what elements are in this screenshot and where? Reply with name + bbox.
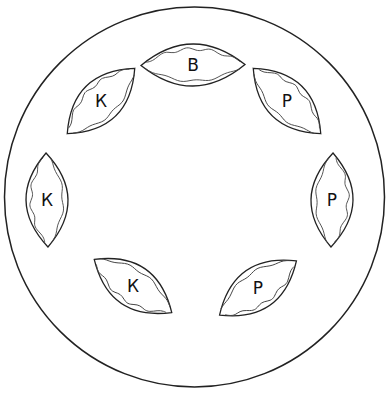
inner-wavy-line — [214, 250, 291, 309]
lens-shape: К — [0, 145, 102, 255]
lens-letter: К — [95, 93, 107, 110]
lens-shape: Р — [232, 46, 342, 156]
lens-border — [53, 53, 150, 149]
lens-border — [141, 44, 245, 87]
lens-shape: Р — [277, 145, 387, 255]
lens-letter: Р — [282, 93, 292, 110]
lens-letter: Р — [327, 192, 337, 209]
outer-circle-outline — [5, 7, 385, 387]
lens-letter: К — [127, 278, 139, 295]
lens-shape: В — [138, 10, 248, 120]
lens-border — [25, 153, 69, 248]
inner-wavy-line — [225, 266, 302, 326]
lens-letter: В — [187, 57, 199, 74]
lens-letter: К — [41, 192, 53, 209]
lens-letter: Р — [253, 280, 263, 297]
inner-wavy-line — [100, 249, 177, 307]
inner-wavy-line — [245, 74, 315, 142]
lens-border — [82, 242, 183, 330]
lens-border — [207, 244, 308, 332]
lens-shape: Р — [203, 233, 313, 343]
lens-border — [239, 53, 336, 149]
lens-shape: К — [78, 231, 188, 341]
inner-wavy-line — [59, 59, 130, 128]
inner-wavy-line — [73, 74, 143, 142]
lens-shape: К — [46, 46, 156, 156]
inner-wavy-line — [88, 265, 166, 325]
inner-wavy-line — [259, 59, 330, 128]
lens-border — [310, 153, 354, 248]
